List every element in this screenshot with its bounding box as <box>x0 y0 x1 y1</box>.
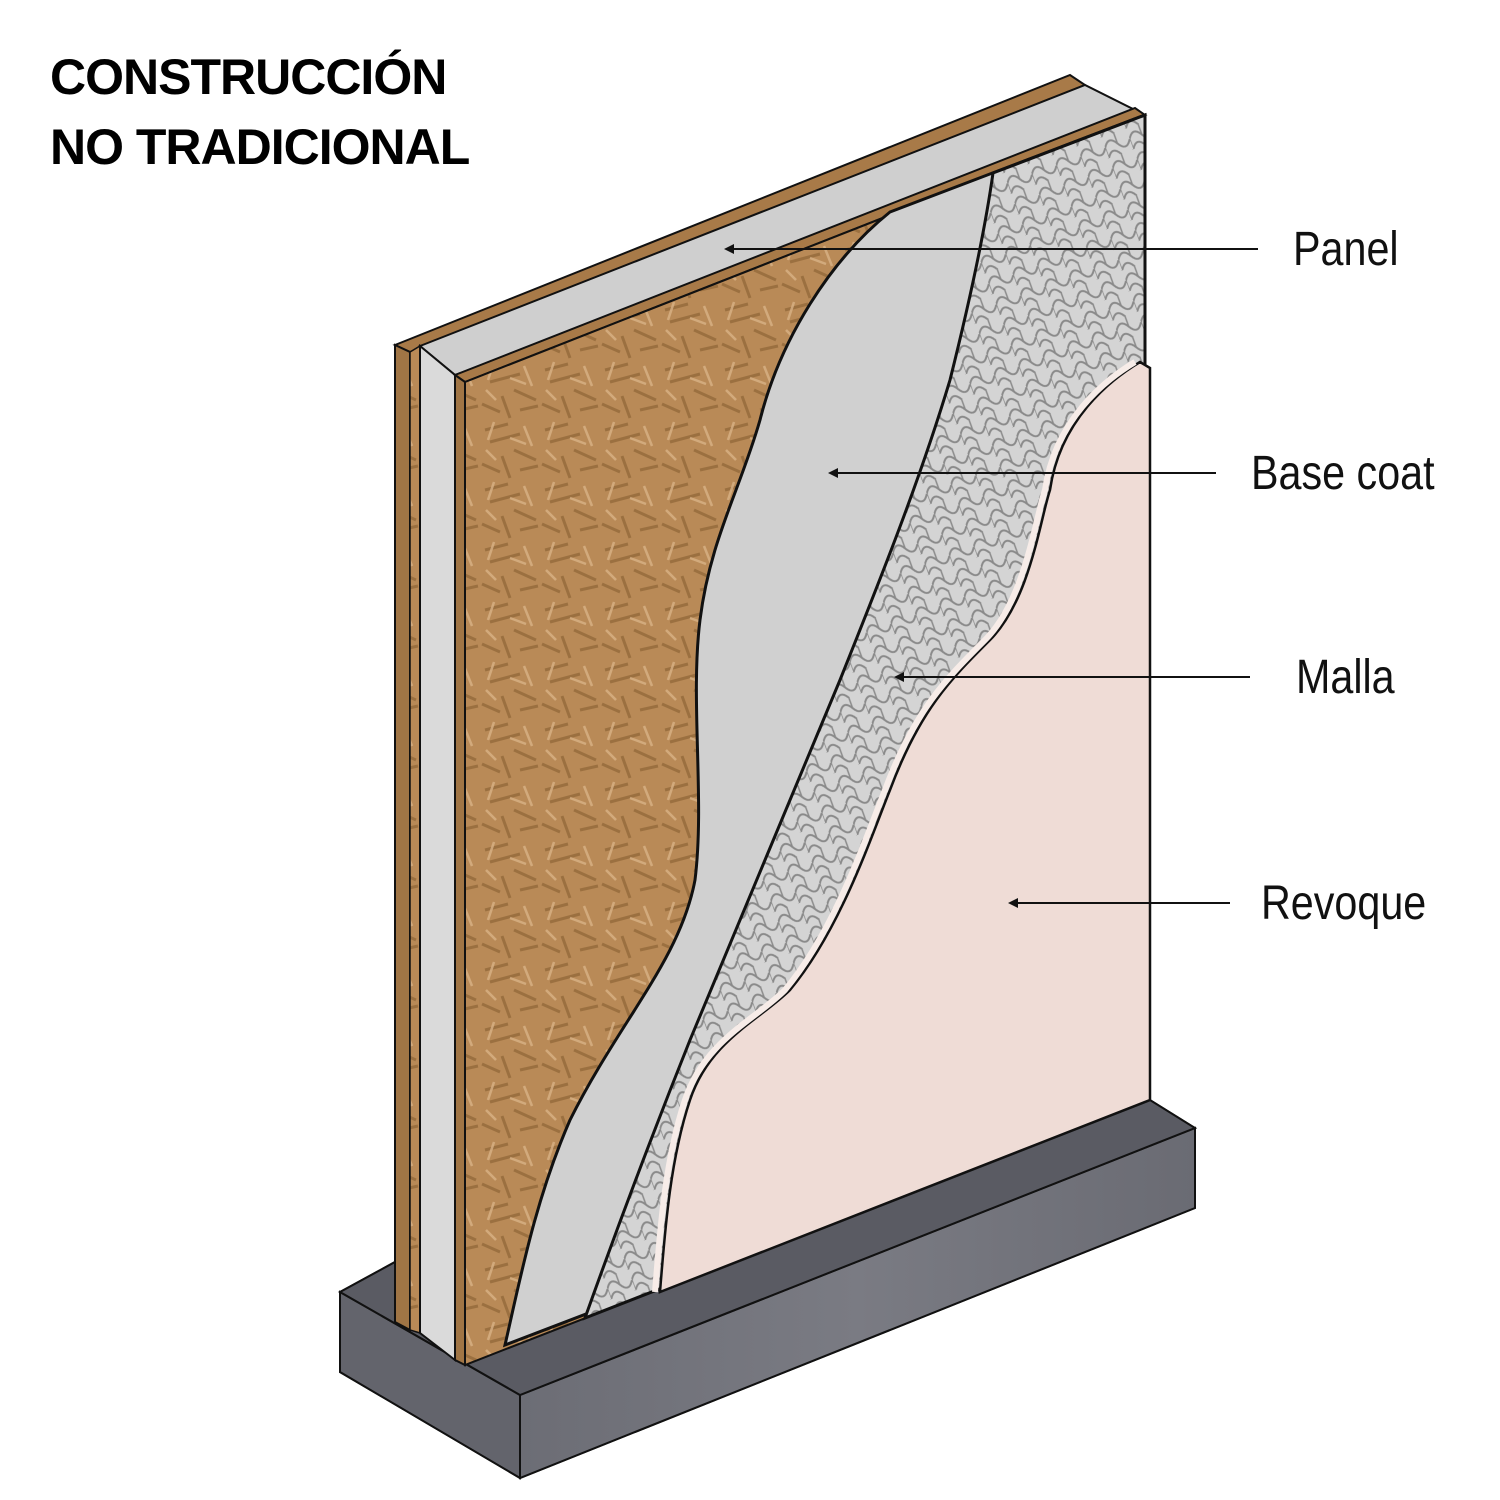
osb-back-board <box>392 73 1088 1335</box>
label-revoque: Revoque <box>1261 877 1427 930</box>
arrowhead-icon <box>1008 898 1018 908</box>
leader-panel <box>724 244 1258 254</box>
leader-revoque <box>1008 898 1230 908</box>
revoque-edge-highlight <box>652 359 1137 1293</box>
arrowhead-icon <box>828 468 838 478</box>
arrowhead-icon <box>724 244 734 254</box>
label-panel: Panel <box>1293 223 1399 276</box>
title-line-2: NO TRADICIONAL <box>50 119 470 175</box>
label-malla: Malla <box>1296 651 1395 704</box>
arrowhead-icon <box>894 672 904 682</box>
title-line-1: CONSTRUCCIÓN <box>50 49 447 105</box>
revoque-layer <box>658 360 1152 1294</box>
diagram-title: CONSTRUCCIÓN NO TRADICIONAL <box>50 42 470 182</box>
label-base-coat: Base coat <box>1251 447 1435 500</box>
leader-base-coat <box>828 468 1216 478</box>
leader-malla <box>894 672 1250 682</box>
